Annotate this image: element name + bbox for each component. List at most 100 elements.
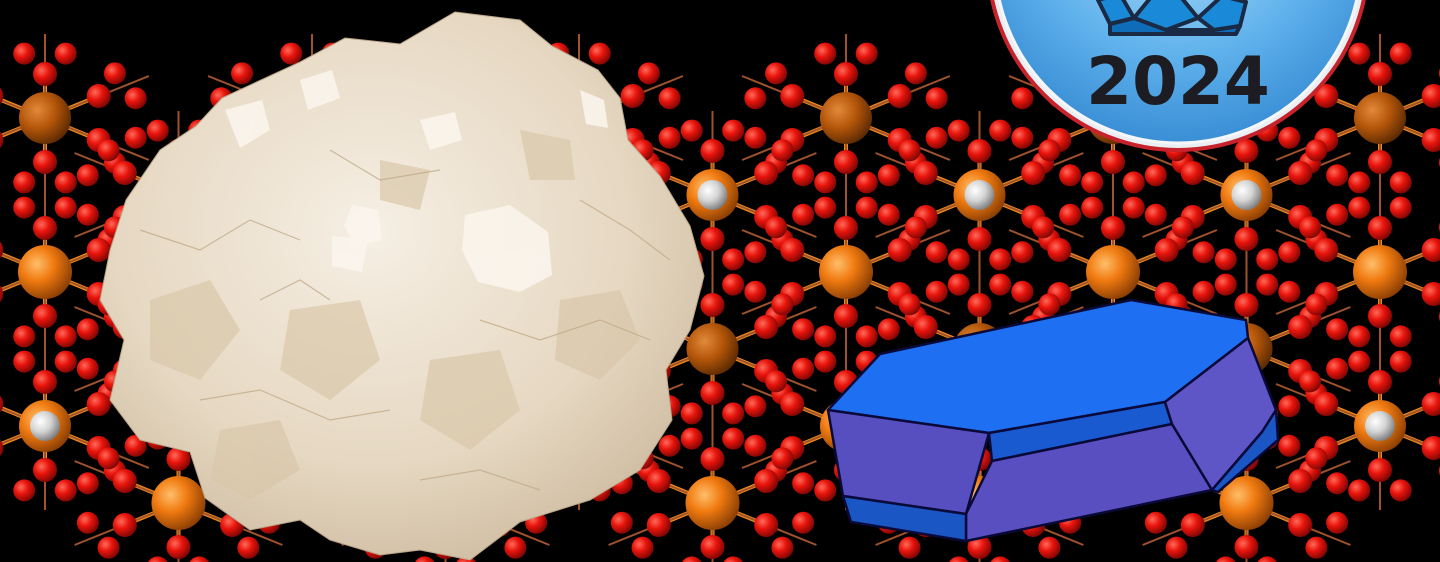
oxygen-atom <box>1122 196 1145 219</box>
metal-atom <box>151 476 206 530</box>
oxygen-atom <box>1421 84 1440 108</box>
oxygen-atom <box>814 350 837 373</box>
oxygen-atom <box>1368 370 1392 394</box>
oxygen-atom <box>1216 556 1236 562</box>
oxygen-atom <box>112 469 137 493</box>
oxygen-atom <box>814 196 837 219</box>
oxygen-atom <box>1278 241 1301 264</box>
metal-atom <box>820 92 872 144</box>
metal-atom <box>19 92 71 144</box>
oxygen-atom <box>1144 203 1167 226</box>
oxygen-atom <box>13 196 36 219</box>
oxygen-atom <box>1314 84 1339 108</box>
oxygen-atom <box>1288 315 1313 339</box>
oxygen-atom <box>231 62 254 85</box>
oxygen-atom <box>1081 196 1104 219</box>
oxygen-atom <box>834 62 858 86</box>
oxygen-atom <box>148 556 168 562</box>
oxygen-atom <box>744 395 767 418</box>
oxygen-atom <box>1326 164 1349 187</box>
oxygen-atom <box>792 203 815 226</box>
oxygen-atom <box>1326 511 1349 534</box>
oxygen-atom <box>1348 171 1371 194</box>
oxygen-atom <box>814 325 837 348</box>
oxygen-atom <box>646 513 671 537</box>
oxygen-atom <box>877 318 900 341</box>
oxygen-atom <box>610 511 633 534</box>
oxygen-atom <box>86 84 111 108</box>
light-atom <box>1231 180 1262 210</box>
oxygen-atom <box>700 447 725 471</box>
year-badge: 2024 <box>990 0 1366 152</box>
oxygen-atom <box>13 325 36 348</box>
crystal-habit-model <box>826 298 1280 543</box>
oxygen-atom <box>13 350 36 373</box>
oxygen-atom <box>989 273 1012 296</box>
oxygen-atom <box>925 241 948 264</box>
oxygen-atom <box>722 248 745 271</box>
oxygen-atom <box>1101 216 1125 240</box>
oxygen-atom <box>904 216 927 239</box>
oxygen-atom <box>754 161 779 185</box>
oxygen-atom <box>1278 126 1301 149</box>
oxygen-atom <box>1192 241 1215 264</box>
oxygen-atom <box>97 447 120 470</box>
oxygen-atom <box>54 479 77 502</box>
oxygen-atom <box>0 131 4 149</box>
oxygen-atom <box>0 395 4 413</box>
badge-year: 2024 <box>1086 43 1270 120</box>
oxygen-atom <box>792 472 815 495</box>
metal-atom <box>1219 476 1274 530</box>
oxygen-atom <box>76 472 99 495</box>
oxygen-atom <box>1368 150 1392 174</box>
oxygen-atom <box>13 171 36 194</box>
oxygen-atom <box>1144 164 1167 187</box>
oxygen-atom <box>1421 128 1440 152</box>
oxygen-atom <box>1214 248 1237 271</box>
oxygen-atom <box>166 535 191 559</box>
oxygen-atom <box>1421 392 1440 416</box>
oxygen-atom <box>1122 171 1145 194</box>
oxygen-atom <box>722 273 745 296</box>
oxygen-atom <box>1234 293 1259 317</box>
oxygen-atom <box>792 164 815 187</box>
oxygen-atom <box>744 434 767 457</box>
oxygen-atom <box>1389 325 1412 348</box>
oxygen-atom <box>877 203 900 226</box>
oxygen-atom <box>814 479 837 502</box>
oxygen-atom <box>588 42 611 65</box>
oxygen-atom <box>967 139 992 163</box>
oxygen-atom <box>33 62 57 86</box>
metal-atom <box>685 476 740 530</box>
metal-atom <box>686 323 739 375</box>
oxygen-atom <box>166 447 191 471</box>
oxygen-atom <box>771 536 794 559</box>
oxygen-atom <box>76 357 99 380</box>
oxygen-atom <box>1368 458 1392 482</box>
oxygen-atom <box>700 381 725 405</box>
oxygen-atom <box>949 556 969 562</box>
oxygen-atom <box>97 536 120 559</box>
oxygen-atom <box>1192 280 1215 303</box>
oxygen-atom <box>1389 350 1412 373</box>
oxygen-atom <box>54 196 77 219</box>
light-atom <box>697 180 728 210</box>
oxygen-atom <box>13 479 36 502</box>
oxygen-atom <box>1214 273 1237 296</box>
oxygen-atom <box>947 273 970 296</box>
oxygen-atom <box>637 62 660 85</box>
oxygen-atom <box>1288 161 1313 185</box>
oxygen-atom <box>834 216 858 240</box>
oxygen-atom <box>1234 227 1259 251</box>
oxygen-atom <box>771 293 794 316</box>
oxygen-atom <box>925 87 948 110</box>
oxygen-atom <box>1278 280 1301 303</box>
oxygen-atom <box>700 227 725 251</box>
oxygen-atom <box>765 370 788 393</box>
oxygen-atom <box>97 139 120 162</box>
oxygen-atom <box>765 62 788 85</box>
oxygen-atom <box>855 42 878 65</box>
oxygen-atom <box>1389 479 1412 502</box>
oxygen-atom <box>680 427 703 450</box>
oxygen-atom <box>33 304 57 328</box>
